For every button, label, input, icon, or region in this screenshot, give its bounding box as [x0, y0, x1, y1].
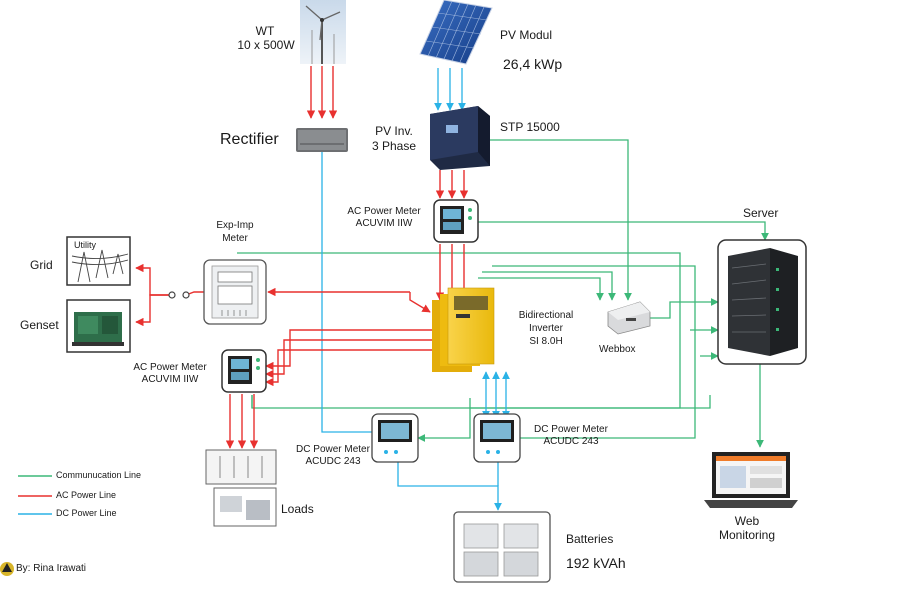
loads-icon: [205, 449, 277, 527]
ac-power-lines: [135, 66, 469, 449]
batteries-label: Batteries: [566, 532, 614, 546]
rectifier-label: Rectifier: [220, 131, 279, 148]
dc-meter-left-label-2: ACUDC 243: [305, 456, 361, 467]
wind-turbine-icon: [300, 0, 346, 64]
ac-meter-top-label-2: ACUVIM IIW: [355, 218, 413, 229]
genset-label: Genset: [20, 318, 59, 332]
utility-label: Utility: [74, 240, 96, 250]
legend-label-dc: DC Power Line: [56, 508, 117, 518]
power-meter-icon: [433, 199, 479, 243]
exp-imp-label-2: Meter: [222, 233, 248, 244]
legend: [18, 475, 52, 515]
dc-meter-left-icon: [371, 413, 419, 463]
bidir-inverter-label-3: SI 8.0H: [529, 336, 563, 347]
dc-power-lines: [321, 68, 510, 511]
generator-icon: [66, 299, 131, 353]
grid-label: Grid: [30, 258, 53, 272]
legend-label-communication: Communucation Line: [56, 470, 142, 480]
communication-lines: [237, 139, 769, 448]
pv-inverter-icon: [430, 106, 490, 170]
pv-power-label: 26,4 kWp: [503, 56, 563, 72]
web-monitoring-label-2: Monitoring: [718, 528, 776, 542]
stp-label: STP 15000: [500, 120, 560, 134]
web-monitoring-label-1: Web: [734, 514, 760, 528]
ac-meter-left-label-2: ACUVIM IIW: [141, 374, 199, 385]
dc-meter-left-label-1: DC Power Meter: [296, 444, 370, 455]
server-label: Server: [743, 206, 779, 220]
dc-meter-right-label-2: ACUDC 243: [543, 436, 599, 447]
dc-meter-right-label-1: DC Power Meter: [534, 424, 608, 435]
webbox-label: Webbox: [599, 344, 636, 355]
bidir-inverter-label-1: Bidirectional: [518, 310, 574, 321]
battery-capacity-label: 192 kVAh: [566, 555, 626, 571]
ac-meter-left-icon: [221, 349, 267, 393]
rectifier-icon: [296, 128, 348, 152]
bidirectional-inverter-icon: [432, 287, 495, 372]
pv-inverter-label-1: PV Inv.: [375, 124, 413, 138]
loads-label: Loads: [281, 502, 314, 516]
ac-meter-top-label-1: AC Power Meter: [347, 206, 421, 217]
wt-title: WT: [255, 24, 275, 38]
pv-module-label: PV Modul: [500, 28, 553, 42]
solar-panel-icon: [419, 0, 493, 65]
laptop-icon: [704, 452, 798, 508]
pv-inverter-label-2: 3 Phase: [371, 139, 417, 153]
battery-bank-icon: [453, 511, 551, 583]
server-rack-icon: [717, 239, 807, 365]
exp-imp-meter-icon: [203, 259, 267, 325]
transfer-switch: [168, 291, 190, 299]
author-logo-icon: [0, 562, 14, 576]
credit-label: By: Rina Irawati: [16, 563, 87, 574]
webbox-icon: [607, 301, 651, 335]
wt-spec: 10 x 500W: [237, 38, 295, 52]
bidir-inverter-label-2: Inverter: [529, 323, 563, 334]
legend-label-ac: AC Power Line: [56, 490, 117, 500]
ac-meter-left-label-1: AC Power Meter: [133, 362, 207, 373]
utility-grid-icon: [66, 236, 131, 286]
dc-meter-right-icon: [473, 413, 521, 463]
exp-imp-label-1: Exp-Imp: [216, 220, 254, 231]
